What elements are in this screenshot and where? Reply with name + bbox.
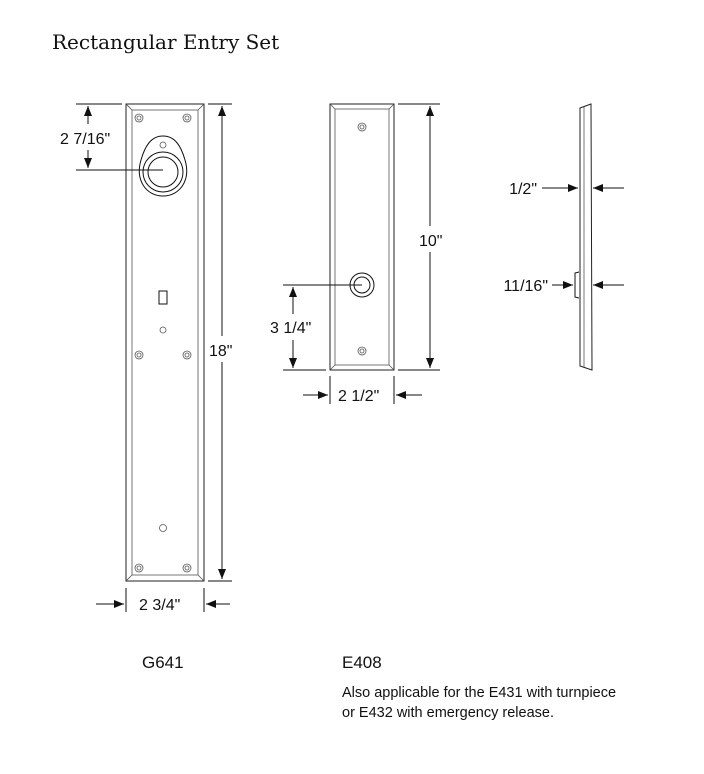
dim-e408-knob: 3 1/4" — [270, 320, 311, 337]
cylinder-escutcheon — [139, 135, 187, 197]
dim-thickness-knob: 11/16" — [503, 278, 548, 295]
dim-g641-top: 2 7/16" — [60, 131, 110, 148]
dim-thickness: 1/2" — [509, 181, 537, 198]
dim-e408-height: 10" — [419, 233, 442, 250]
dim-g641-height: 18" — [209, 343, 232, 360]
g641-plate — [125, 103, 205, 582]
side-profile — [574, 103, 593, 371]
page-title: Rectangular Entry Set — [52, 30, 280, 54]
e408-plate — [329, 103, 395, 371]
e408-caption: Also applicable for the E431 with turnpi… — [342, 683, 616, 723]
dim-e408-width: 2 1/2" — [338, 388, 379, 405]
screw-icon — [134, 113, 192, 573]
caption-line: or E432 with emergency release. — [342, 705, 554, 721]
screw-icon — [357, 122, 367, 356]
model-g641: G641 — [142, 653, 184, 672]
model-e408: E408 — [342, 653, 382, 672]
dim-g641-width: 2 3/4" — [139, 597, 180, 614]
caption-line: Also applicable for the E431 with turnpi… — [342, 685, 617, 701]
